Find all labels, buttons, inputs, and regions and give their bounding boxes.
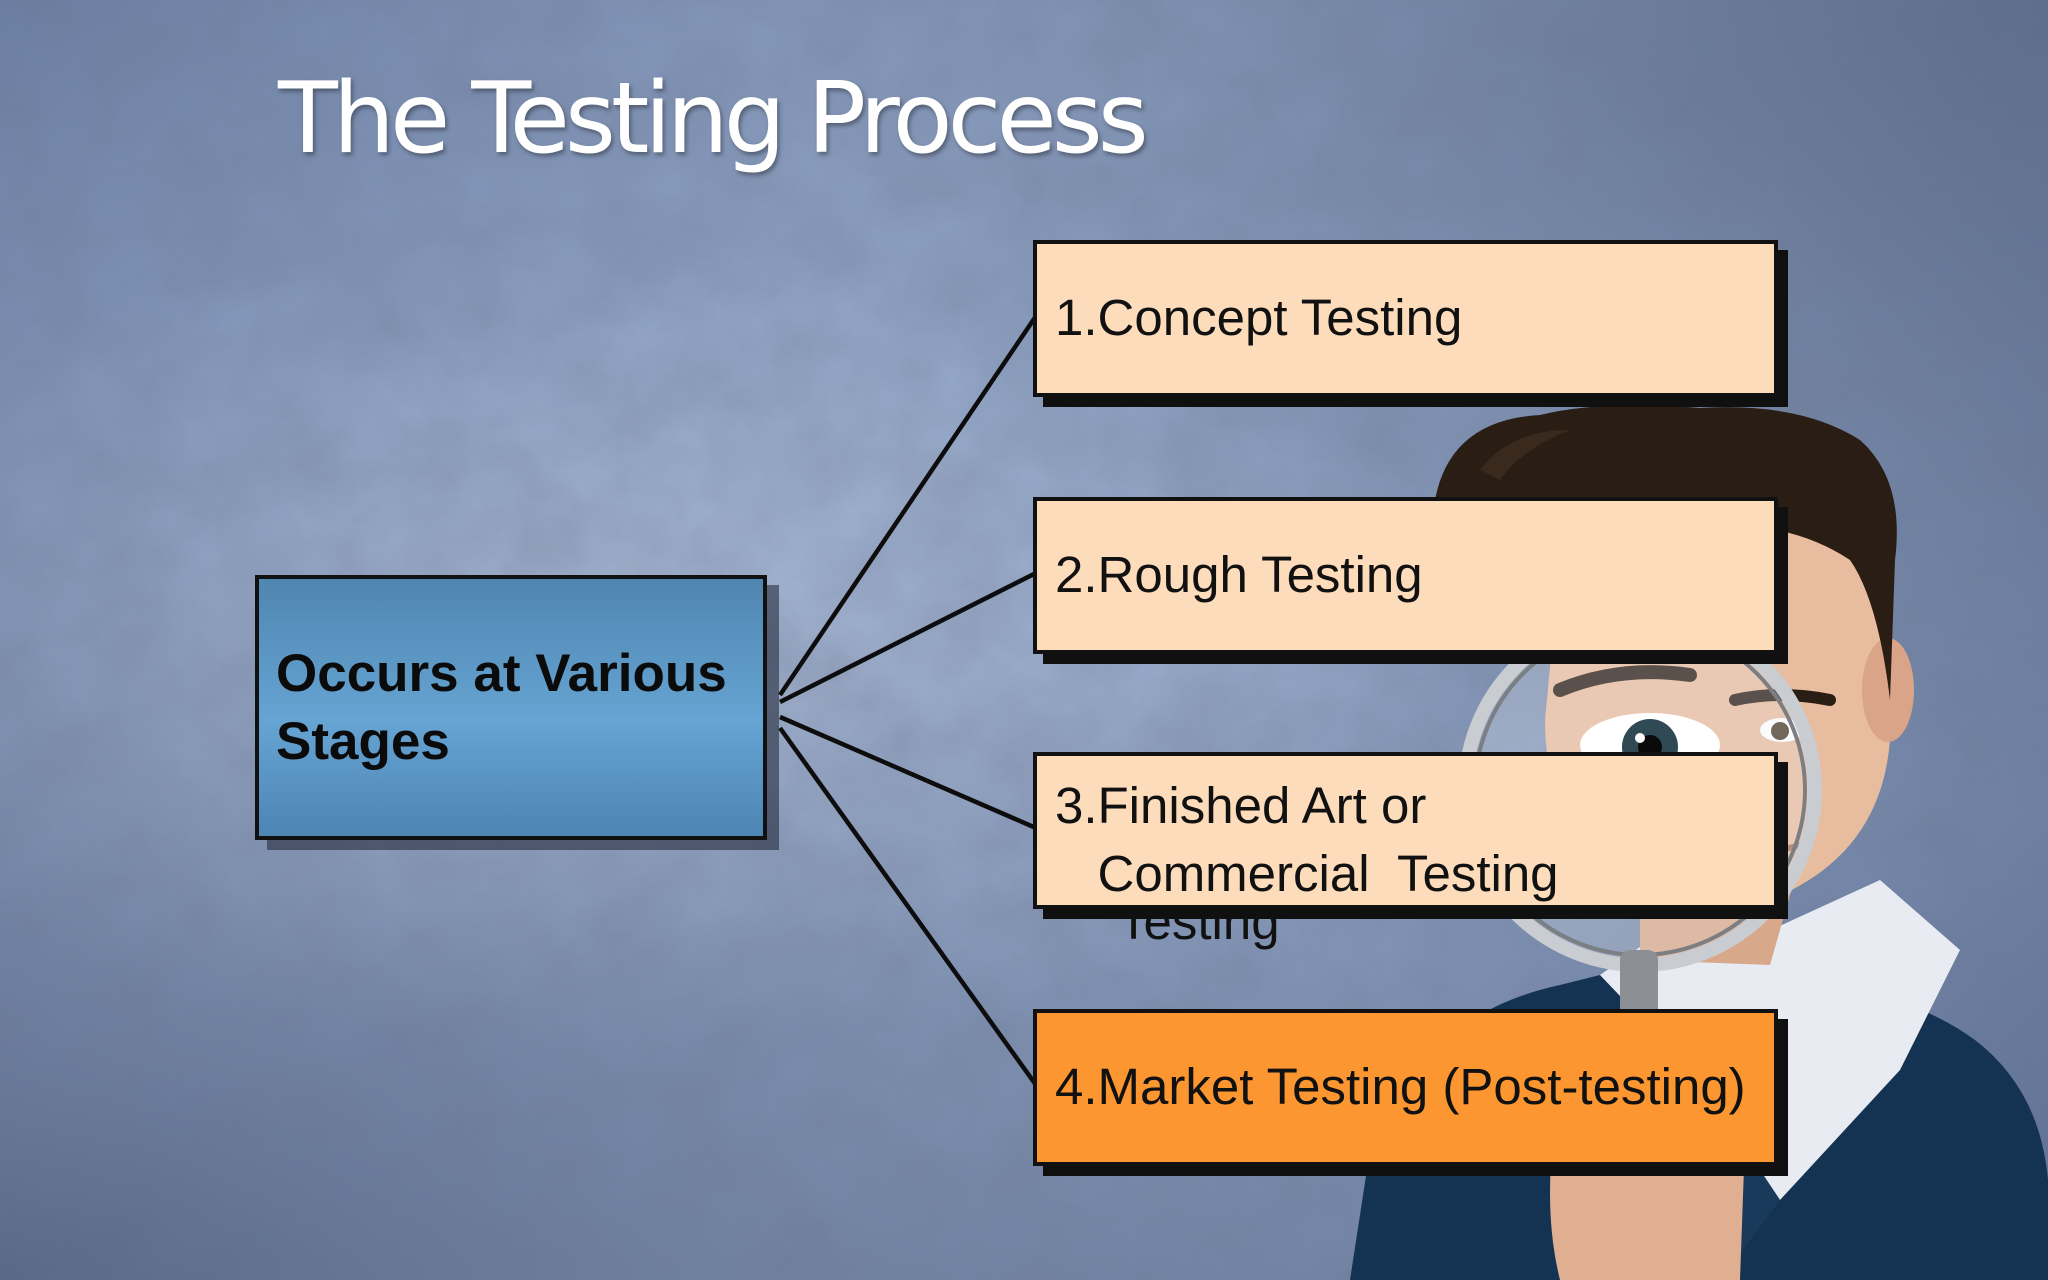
stage-label: 1.Concept Testing <box>1055 289 1463 346</box>
connector-line-1 <box>778 314 1038 697</box>
stage-label: 3.Finished Art or Commercial Testing <box>1055 777 1559 902</box>
stage-label: 4.Market Testing (Post-testing) <box>1055 1058 1746 1115</box>
hub-box: Occurs at Various Stages <box>255 575 767 840</box>
connector-line-3 <box>779 714 1037 831</box>
stage-box-rough-testing: 2.Rough Testing <box>1033 497 1778 654</box>
stage-box-concept-testing: 1.Concept Testing <box>1033 240 1778 397</box>
slide-title: The Testing Process <box>278 62 1149 176</box>
connector-line-4 <box>778 726 1038 1087</box>
stage-label: 2.Rough Testing <box>1055 546 1423 603</box>
stage-box-finished-art-testing: 3.Finished Art or Commercial Testing <box>1033 752 1778 909</box>
hub-label: Occurs at Various Stages <box>276 643 727 771</box>
connector-line-2 <box>778 570 1038 705</box>
stage-box-market-testing: 4.Market Testing (Post-testing) <box>1033 1009 1778 1166</box>
